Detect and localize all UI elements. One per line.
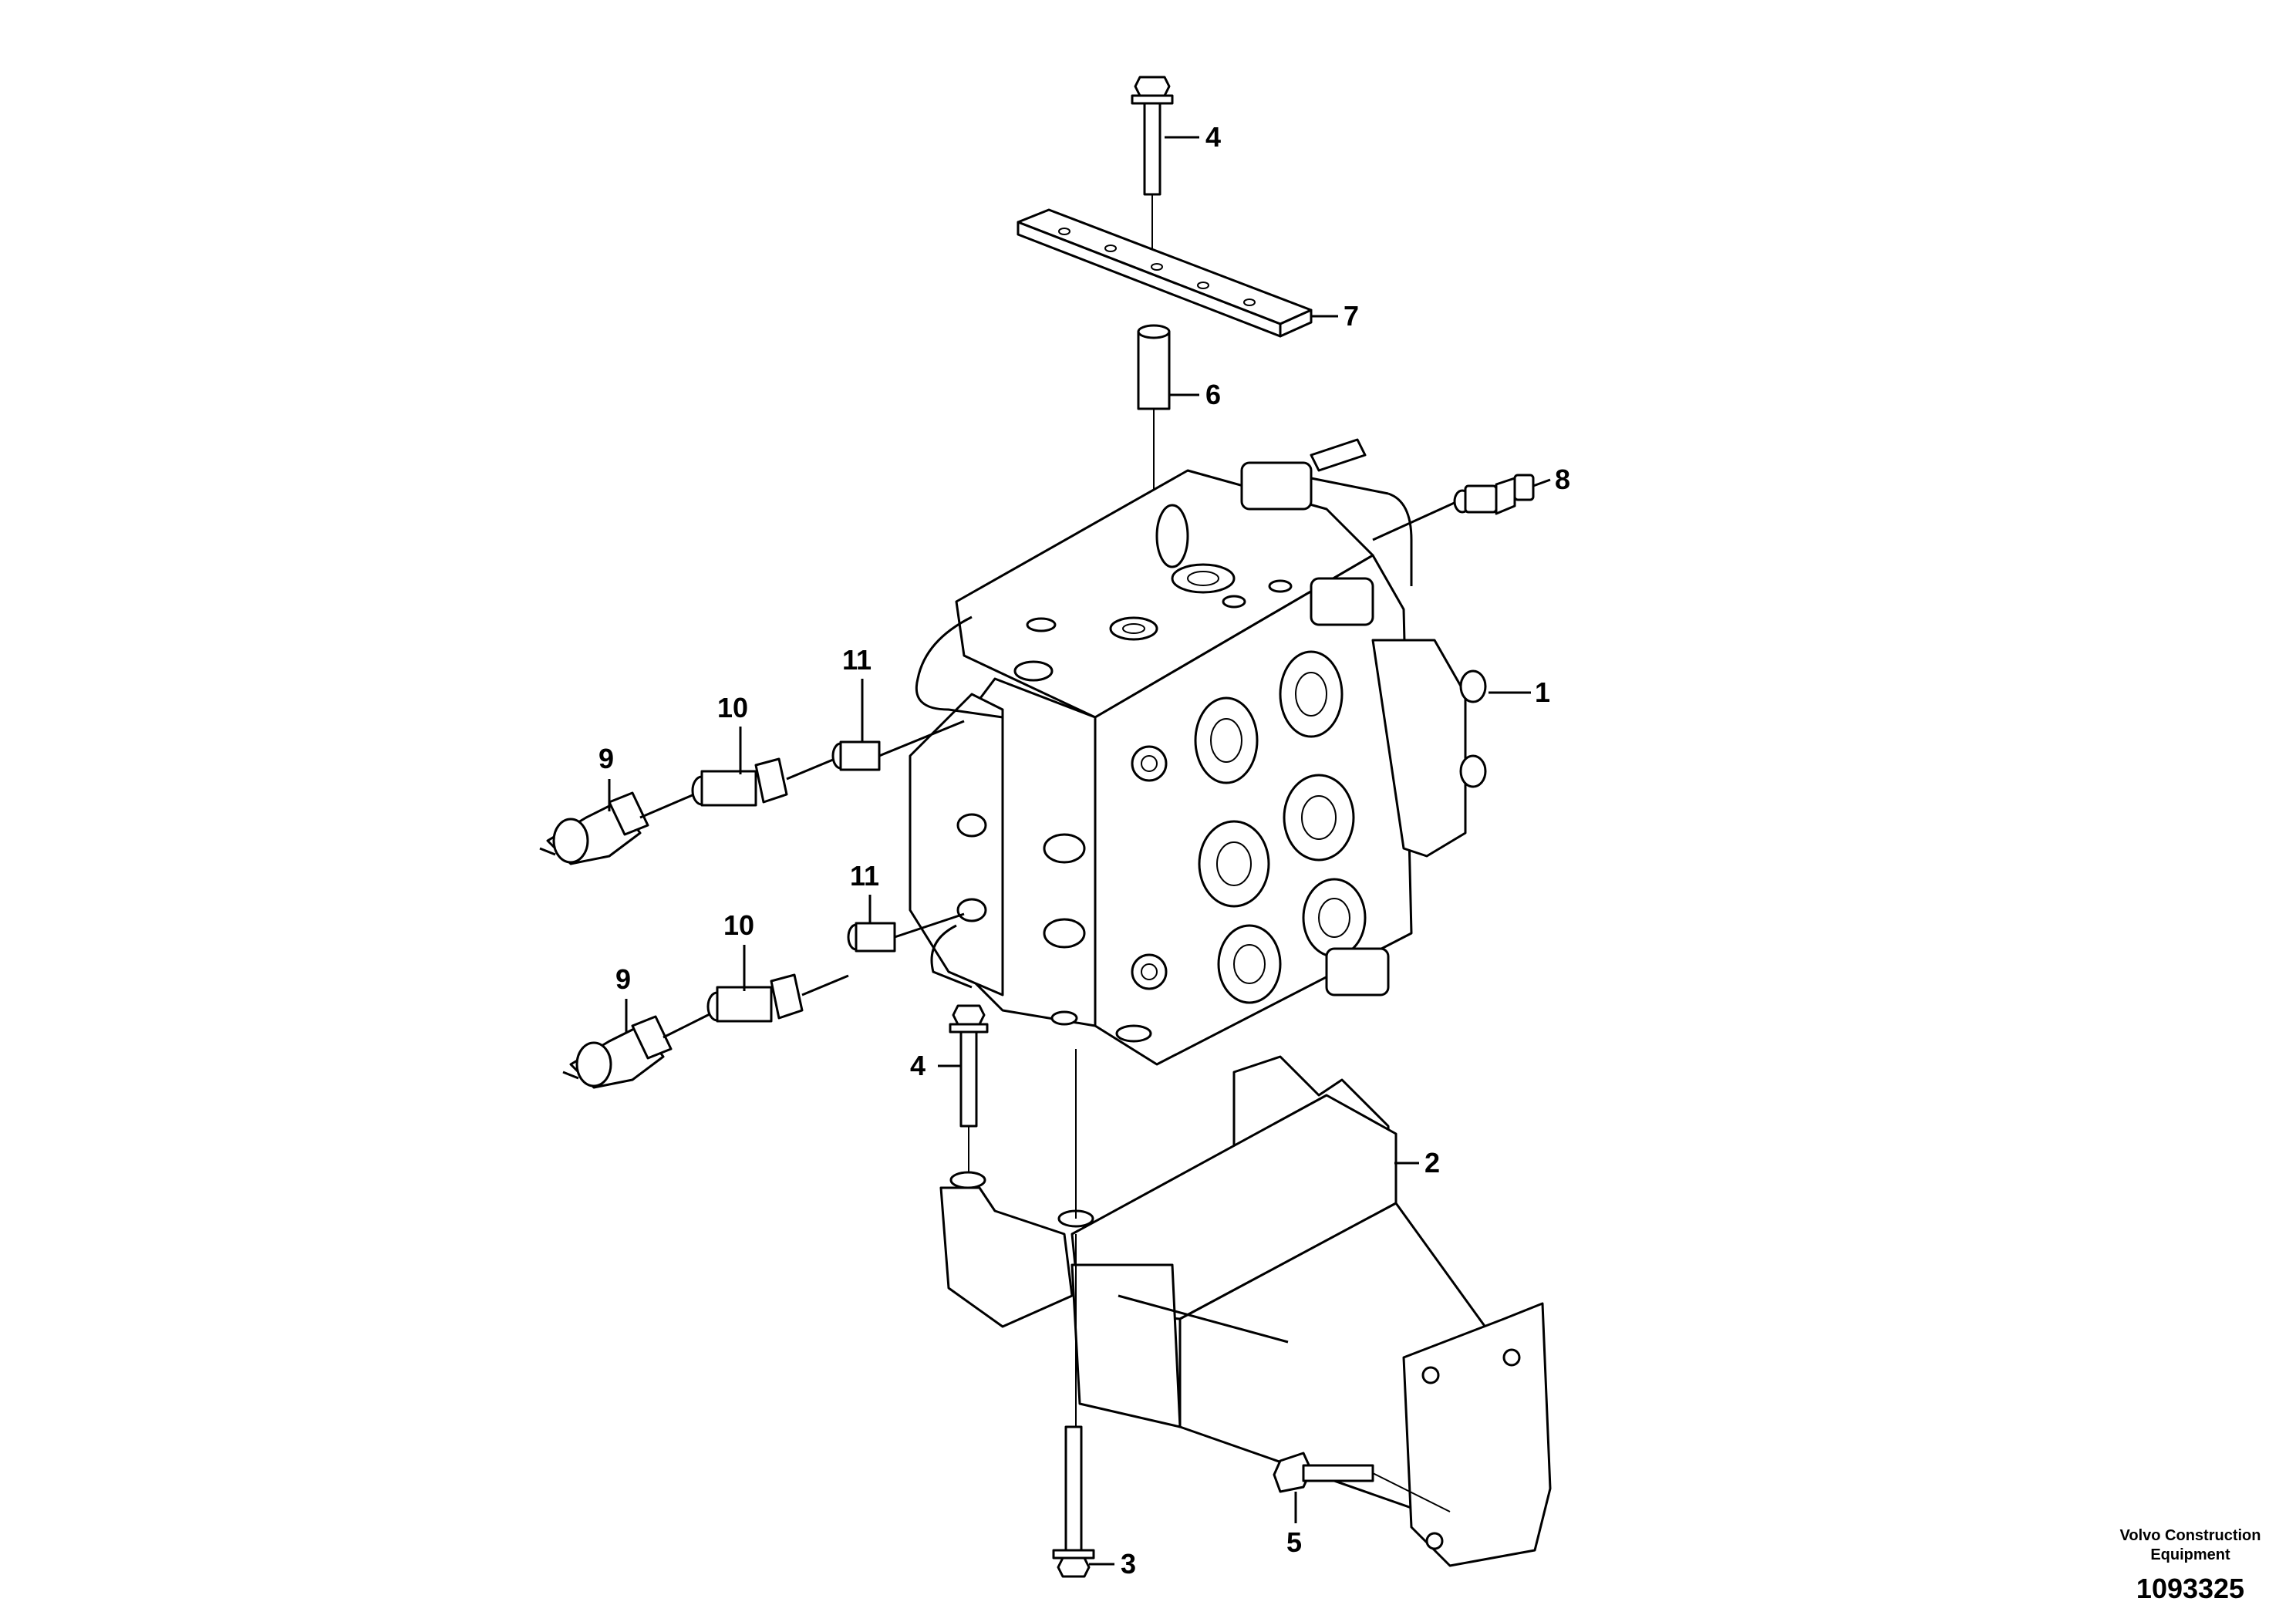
callout-10-lower: 10 [723, 909, 754, 941]
support-bracket [939, 1049, 1552, 1567]
maker-name-line1: Volvo Construction [2120, 1527, 2261, 1544]
callout-4-top: 4 [1205, 121, 1221, 153]
callout-4-bottom: 4 [910, 1050, 925, 1081]
callout-5: 5 [1286, 1526, 1302, 1558]
control-valve-block [909, 438, 1487, 1066]
pressure-sensor [1453, 474, 1535, 515]
callout-8: 8 [1555, 464, 1570, 495]
callout-10-upper: 10 [717, 692, 748, 723]
spacer-sleeve [1137, 324, 1171, 524]
footer-credit: Volvo Construction Equipment 1093325 [2120, 1527, 2261, 1604]
plate-bracket [1017, 208, 1313, 338]
bolt-bottom [1052, 1425, 1095, 1578]
callout-2: 2 [1424, 1147, 1440, 1179]
callout-labels: 1 2 3 4 4 5 6 7 8 9 9 10 10 11 11 [598, 121, 1570, 1580]
sensor-set-upper [539, 720, 965, 865]
callout-7: 7 [1344, 300, 1359, 332]
maker-name-line2: Equipment [2150, 1546, 2230, 1563]
callout-3: 3 [1121, 1548, 1136, 1580]
sensor-set-lower [562, 912, 965, 1089]
callout-9-upper: 9 [598, 743, 614, 774]
bolt-side [1273, 1452, 1451, 1512]
callout-9-lower: 9 [615, 963, 631, 995]
callout-6: 6 [1205, 379, 1221, 410]
bolt-top [1131, 76, 1174, 255]
drawing-number: 1093325 [2136, 1573, 2244, 1604]
leader-lines [608, 136, 1551, 1566]
callout-1: 1 [1535, 676, 1550, 708]
bolt-lower [949, 1004, 989, 1180]
callout-11-lower: 11 [850, 860, 879, 892]
callout-11-upper: 11 [842, 644, 872, 676]
